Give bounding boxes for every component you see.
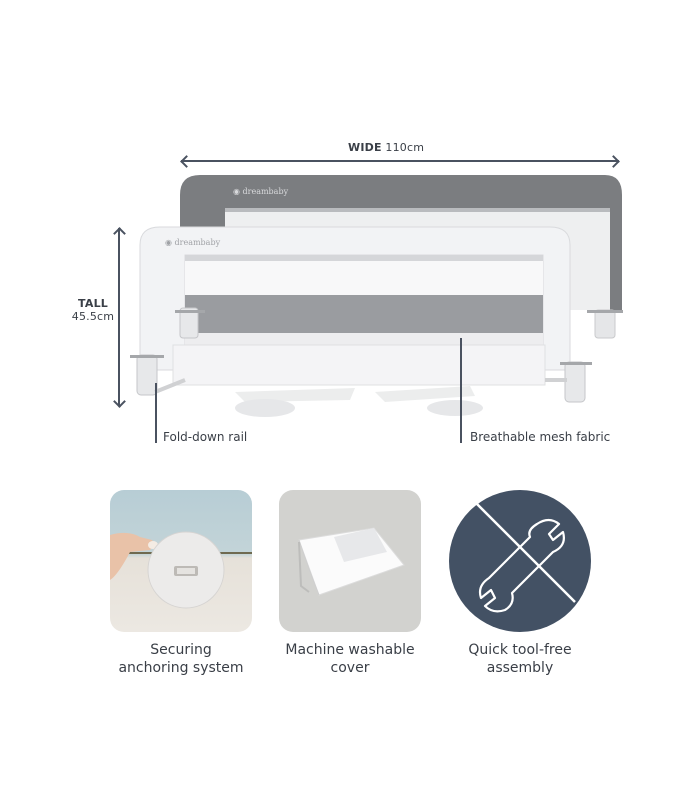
mesh-fabric-callout: Breathable mesh fabric bbox=[470, 430, 611, 444]
svg-text:◉ dreambaby: ◉ dreambaby bbox=[165, 238, 221, 247]
height-value: 45.5cm bbox=[71, 310, 115, 323]
height-dimension-label: TALL 45.5cm bbox=[70, 297, 116, 323]
height-arrow-line bbox=[118, 228, 120, 406]
svg-text:◉ dreambaby: ◉ dreambaby bbox=[233, 187, 289, 196]
anchor-disc-photo bbox=[110, 490, 252, 632]
feature-tool-free-label: Quick tool-free assembly bbox=[468, 642, 572, 676]
mesh-fabric-callout-line bbox=[460, 338, 462, 443]
fold-down-rail-callout: Fold-down rail bbox=[163, 430, 248, 444]
height-label: TALL bbox=[78, 297, 108, 310]
width-arrow-line bbox=[181, 160, 619, 162]
folded-cover-photo bbox=[279, 490, 421, 632]
bed-rail-illustration: ◉ dreambaby ◉ dreambaby bbox=[130, 175, 623, 417]
width-value: 110cm bbox=[385, 141, 425, 154]
height-arrow-top-icon bbox=[113, 227, 126, 240]
bed-rail-product-image: ◉ dreambaby ◉ dreambaby bbox=[125, 170, 625, 420]
feature-washable-label: Machine washable cover bbox=[285, 642, 415, 676]
width-dimension-label: WIDE 110cm bbox=[348, 141, 424, 154]
fold-down-rail-callout-line bbox=[155, 383, 157, 443]
feature-anchoring-label: Securing anchoring system bbox=[118, 642, 244, 676]
no-wrench-icon bbox=[449, 490, 591, 632]
width-arrow-right-icon bbox=[607, 155, 620, 168]
height-arrow-bottom-icon bbox=[113, 395, 126, 408]
width-label: WIDE bbox=[348, 141, 382, 154]
width-arrow-left-icon bbox=[180, 155, 193, 168]
mesh-band bbox=[185, 295, 543, 333]
